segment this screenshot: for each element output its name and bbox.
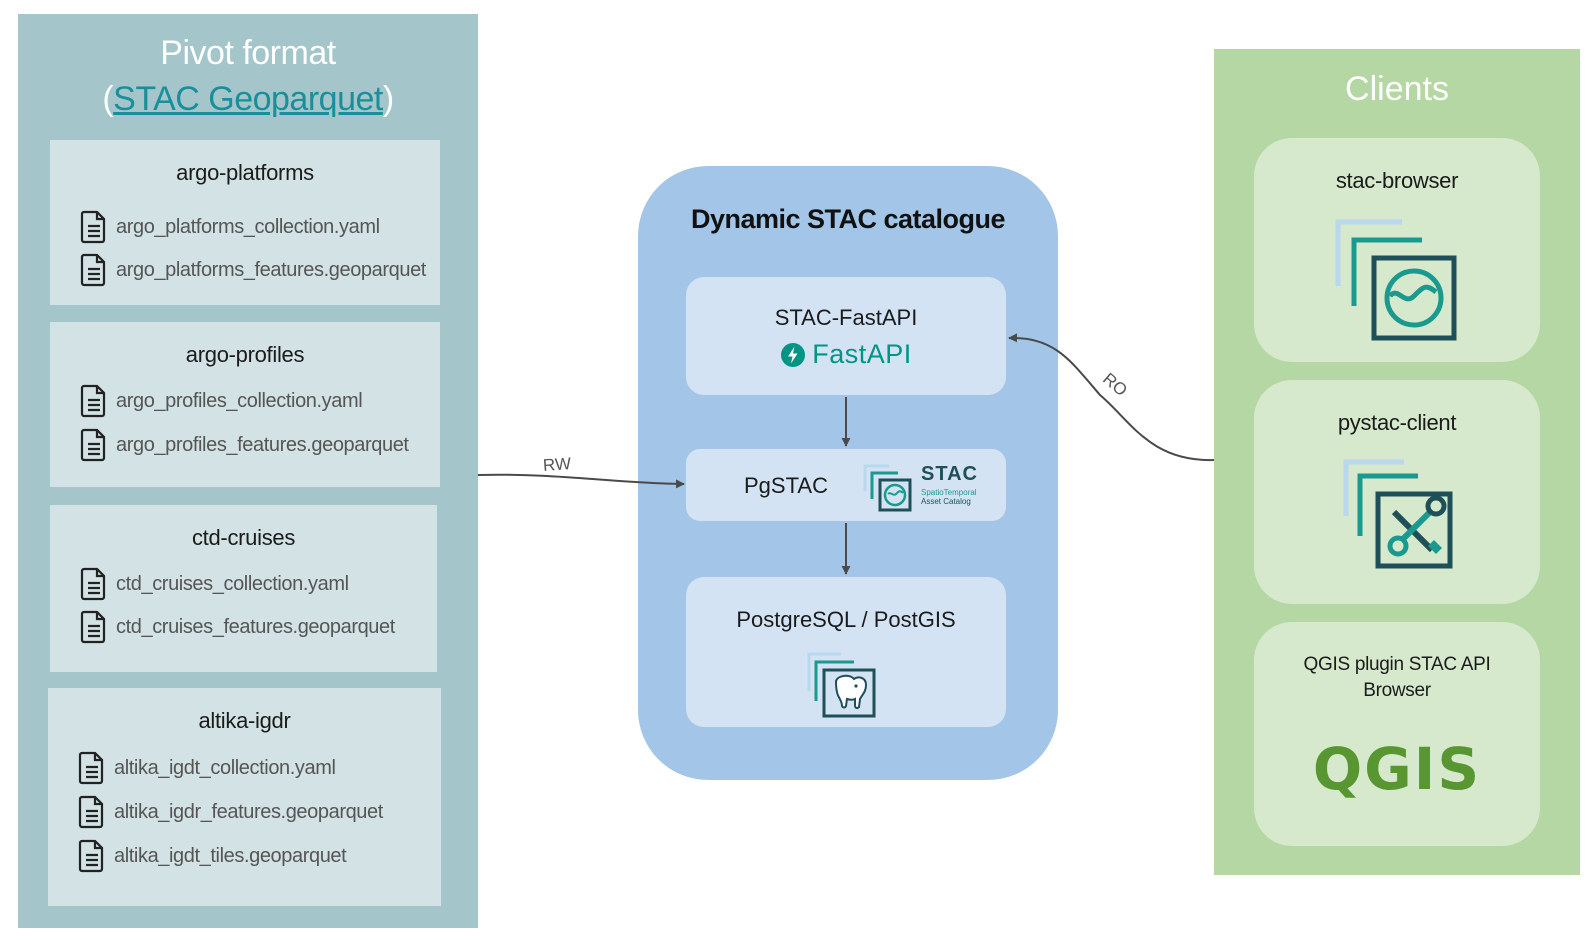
stac-logo-sub1: SpatioTemporal: [921, 488, 977, 497]
tools-icon: [1343, 459, 1453, 569]
qgis-label-line1: QGIS plugin STAC API: [1303, 654, 1491, 675]
file-item[interactable]: ctd_cruises_collection.yaml: [80, 567, 349, 601]
file-name: argo_profiles_features.geoparquet: [116, 433, 409, 456]
edge-label-rw: RW: [542, 454, 572, 475]
document-icon: [80, 253, 106, 287]
file-item[interactable]: argo_platforms_features.geoparquet: [80, 253, 426, 287]
document-icon: [78, 795, 104, 829]
stac-fastapi-label: STAC-FastAPI: [774, 305, 918, 330]
arrow-ro-clients-to-fastapi: [1008, 333, 1215, 462]
pgstac-label: PgSTAC: [744, 473, 828, 498]
stac-fastapi-box[interactable]: STAC-FastAPI FastAPI: [686, 277, 1006, 395]
client-pystac-client[interactable]: pystac-client: [1254, 380, 1540, 604]
document-icon: [80, 384, 106, 418]
document-icon: [78, 839, 104, 873]
file-name: argo_profiles_collection.yaml: [116, 389, 363, 412]
fastapi-bolt-icon: [781, 342, 806, 367]
catalogue-title: Dynamic STAC catalogue: [690, 204, 1006, 234]
pgstac-box[interactable]: PgSTAC STAC SpatioTemporal Asset Catalog: [686, 449, 1006, 521]
client-label: QGIS plugin STAC API Browser: [1254, 652, 1540, 704]
postgresql-elephant-icon: [807, 652, 876, 718]
qgis-logo: QGIS: [1312, 735, 1482, 803]
stac-logo-sub2: Asset Catalog: [921, 497, 971, 506]
arrow-rw-pivot-to-pgstac: [477, 473, 685, 489]
file-item[interactable]: altika_igdt_tiles.geoparquet: [78, 839, 347, 873]
file-name: argo_platforms_collection.yaml: [116, 215, 380, 238]
file-name: ctd_cruises_features.geoparquet: [116, 615, 395, 638]
stac-logo-text: STAC: [921, 463, 978, 485]
group-title: argo-platforms: [176, 160, 314, 185]
globe-icon: [1335, 219, 1457, 341]
file-item[interactable]: altika_igdt_collection.yaml: [78, 751, 336, 785]
stac-geoparquet-link[interactable]: STAC Geoparquet: [113, 80, 383, 118]
file-item[interactable]: altika_igdr_features.geoparquet: [78, 795, 383, 829]
stac-logo-icon: [863, 464, 912, 512]
stac-logo-subtitle: SpatioTemporal Asset Catalog: [921, 488, 977, 506]
postgres-label: PostgreSQL / PostGIS: [736, 607, 956, 632]
file-name: altika_igdr_features.geoparquet: [114, 800, 383, 823]
paren-open: (: [102, 80, 114, 118]
group-argo-platforms: argo-platforms argo_platforms_collection…: [50, 140, 440, 305]
client-stac-browser[interactable]: stac-browser: [1254, 138, 1540, 362]
client-qgis-plugin[interactable]: QGIS plugin STAC API Browser QGIS: [1254, 622, 1540, 846]
group-ctd-cruises: ctd-cruises ctd_cruises_collection.yaml …: [50, 505, 437, 672]
group-title: altika-igdr: [198, 708, 291, 733]
pivot-format-title: Pivot format (STAC Geoparquet): [18, 30, 478, 122]
paren-close: ): [382, 80, 394, 118]
document-icon: [80, 210, 106, 244]
group-altika-igdr: altika-igdr altika_igdt_collection.yaml …: [48, 688, 441, 906]
file-item[interactable]: argo_profiles_collection.yaml: [80, 384, 363, 418]
file-name: altika_igdt_collection.yaml: [114, 756, 336, 779]
document-icon: [80, 428, 106, 462]
file-item[interactable]: argo_platforms_collection.yaml: [80, 210, 380, 244]
pivot-title-line1: Pivot format: [160, 34, 336, 72]
document-icon: [80, 567, 106, 601]
file-name: argo_platforms_features.geoparquet: [116, 258, 426, 281]
file-item[interactable]: ctd_cruises_features.geoparquet: [80, 610, 395, 644]
postgres-box[interactable]: PostgreSQL / PostGIS: [686, 577, 1006, 727]
file-name: ctd_cruises_collection.yaml: [116, 572, 349, 595]
document-icon: [80, 610, 106, 644]
client-label: stac-browser: [1335, 168, 1459, 193]
clients-title: Clients: [1345, 70, 1449, 108]
qgis-label-line2: Browser: [1363, 680, 1431, 701]
file-name: altika_igdt_tiles.geoparquet: [114, 844, 347, 867]
group-title: ctd-cruises: [191, 525, 296, 550]
file-item[interactable]: argo_profiles_features.geoparquet: [80, 428, 409, 462]
client-label: pystac-client: [1337, 410, 1457, 435]
document-icon: [78, 751, 104, 785]
group-title: argo-profiles: [185, 342, 305, 367]
fastapi-logo-text: FastAPI: [812, 339, 912, 369]
group-argo-profiles: argo-profiles argo_profiles_collection.y…: [50, 322, 440, 487]
pivot-title-line2: (STAC Geoparquet): [18, 76, 478, 122]
fastapi-logo: FastAPI: [686, 339, 1006, 370]
